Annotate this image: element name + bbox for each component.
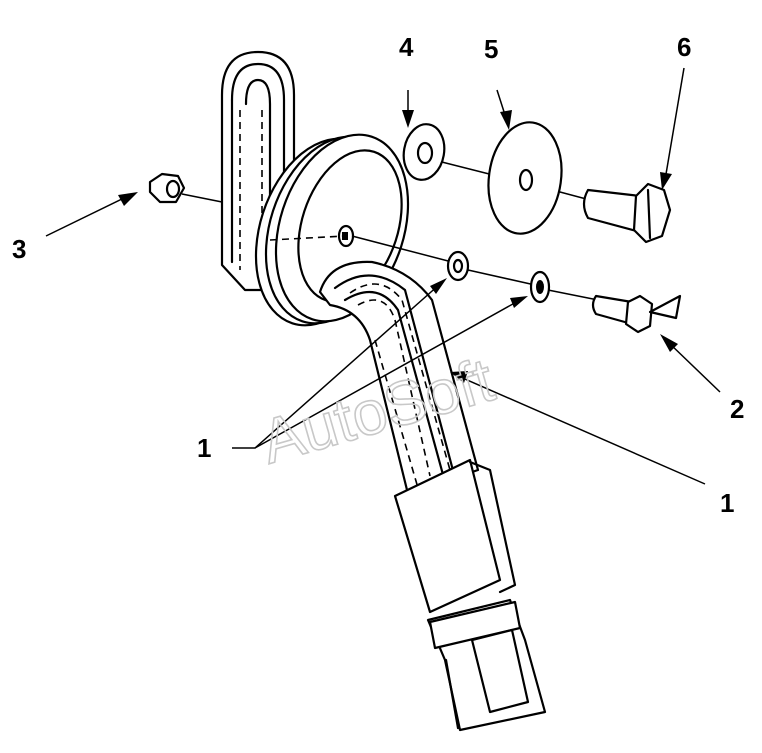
callout-3: 3 (12, 234, 26, 264)
nut-part-3 (148, 172, 186, 204)
washer-part-1b (529, 270, 551, 304)
callout-1-left: 1 (197, 433, 211, 463)
bolt-part-2 (591, 294, 682, 334)
callout-2: 2 (730, 394, 744, 424)
washer-part-5 (487, 121, 563, 235)
tube-bundle (318, 260, 480, 496)
leader-lines (45, 67, 721, 485)
callout-1-right: 1 (720, 488, 734, 518)
bolt-part-6 (582, 182, 672, 244)
washer-part-4 (402, 123, 446, 181)
washer-part-1a (446, 250, 470, 282)
callout-6: 6 (677, 32, 691, 62)
hose-connector (393, 458, 547, 732)
callout-4: 4 (399, 32, 414, 62)
callout-5: 5 (484, 34, 498, 64)
